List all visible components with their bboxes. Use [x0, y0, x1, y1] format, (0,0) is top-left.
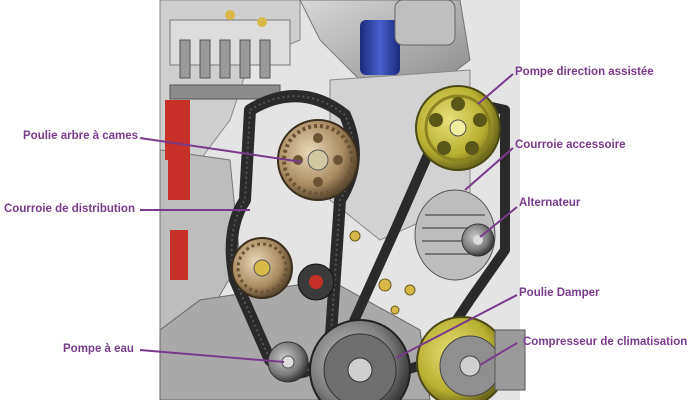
leader-lines — [139, 73, 518, 366]
label-poulie-arbre: Poulie arbre à cames — [23, 130, 139, 142]
camshaft-pulley — [277, 119, 359, 201]
label-pompe-direction: Pompe direction assistée — [515, 66, 654, 78]
label-alternateur: Alternateur — [519, 197, 581, 209]
blue-pump — [360, 0, 456, 75]
label-courroie-accessoire: Courroie accessoire — [515, 139, 626, 151]
leader-pompe-direction — [477, 73, 514, 105]
bolts — [349, 230, 416, 315]
leader-alternateur — [479, 206, 518, 238]
leader-poulie-damper — [395, 294, 518, 359]
idler-pulley — [297, 263, 335, 301]
label-pompe-eau: Pompe à eau — [63, 343, 134, 355]
leader-poulie-arbre — [139, 137, 303, 163]
label-courroie-distribution: Courroie de distribution — [4, 203, 135, 215]
label-poulie-damper: Poulie Damper — [519, 287, 600, 299]
valve-train — [165, 10, 291, 280]
leader-courroie-accessoire — [464, 147, 514, 191]
ac-compressor — [416, 316, 526, 405]
leader-pompe-eau — [139, 349, 285, 363]
leader-compresseur — [479, 342, 518, 366]
steering-pump-pulley — [415, 85, 501, 171]
water-pump — [267, 341, 309, 383]
tensioner-pulley — [231, 237, 293, 299]
label-compresseur: Compresseur de climatisation — [523, 336, 688, 348]
damper-pulley — [309, 319, 411, 405]
